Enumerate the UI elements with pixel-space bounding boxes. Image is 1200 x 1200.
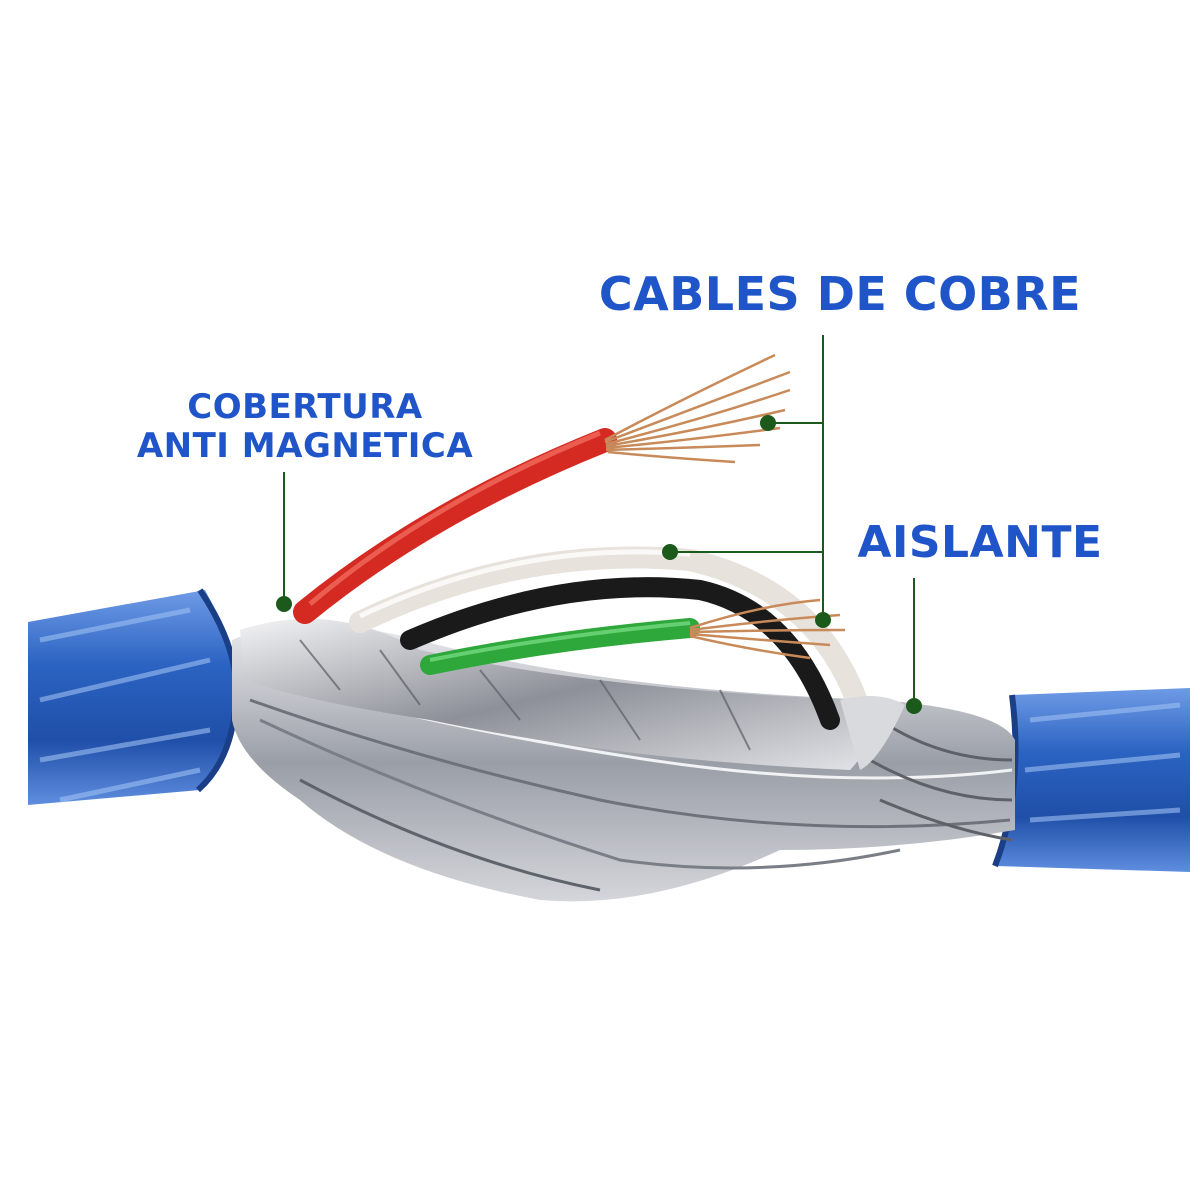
- callout-dot-white-wire: [662, 544, 678, 560]
- left-cable-jacket: [28, 588, 240, 805]
- label-shield-cover: COBERTURA ANTI MAGNETICA: [110, 387, 500, 467]
- wire-green: [420, 618, 700, 675]
- callout-dot-shield: [276, 596, 292, 612]
- copper-strands-green: [689, 598, 846, 660]
- foil-layer: [240, 618, 868, 770]
- callout-dot-insulation: [906, 698, 922, 714]
- label-shield-line2: ANTI MAGNETICA: [136, 426, 474, 467]
- callout-copper: [670, 335, 824, 622]
- copper-strands-red: [604, 353, 791, 464]
- right-cable-jacket: [992, 688, 1190, 872]
- wire-red: [293, 428, 617, 624]
- label-copper-cables: CABLES DE COBRE: [598, 267, 1082, 321]
- label-insulation: AISLANTE: [857, 517, 1103, 568]
- label-shield-line1: COBERTURA: [187, 387, 423, 427]
- shield-tail-bundle: [840, 696, 905, 770]
- callout-dot-red-tip: [760, 415, 776, 431]
- wire-white: [349, 546, 871, 721]
- callout-dot-green-tip: [815, 612, 831, 628]
